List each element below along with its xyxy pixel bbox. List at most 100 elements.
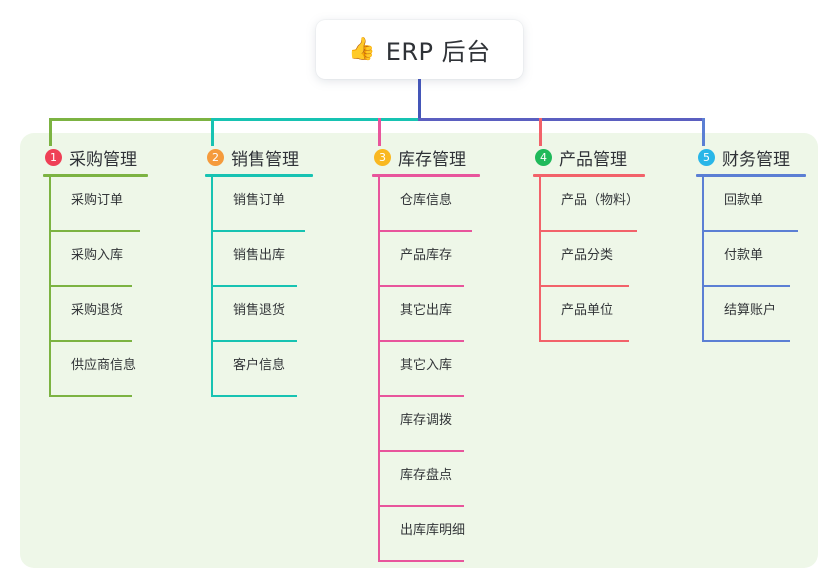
branch-index-badge: 3 [374, 148, 391, 166]
branch-item-label: 库存调拨 [400, 413, 453, 428]
branch-item[interactable]: 库存调拨 [372, 397, 480, 452]
branch-item-rule [378, 230, 472, 232]
branch-item-label: 采购订单 [71, 193, 124, 208]
bus-bar-left [49, 118, 214, 121]
branch-background-panel [20, 133, 818, 568]
branch-item-label: 销售退货 [233, 303, 286, 318]
branch-column-2: 2 销售管理销售订单销售出库销售退货客户信息 [205, 146, 313, 397]
branch-item-label: 采购退货 [71, 303, 124, 318]
branch-item[interactable]: 付款单 [696, 232, 806, 287]
branch-item-label: 采购入库 [71, 248, 124, 263]
branch-item-rule [539, 285, 629, 287]
branch-item[interactable]: 回款单 [696, 177, 806, 232]
branch-item-rule [539, 340, 629, 342]
branch-item-rule [702, 230, 798, 232]
branch-item-rule [211, 395, 297, 397]
branch-item-label: 产品单位 [561, 303, 614, 318]
branch-item[interactable]: 采购退货 [43, 287, 148, 342]
branch-item[interactable]: 产品库存 [372, 232, 480, 287]
branch-index-badge: 4 [535, 148, 552, 166]
bus-bar-right [418, 118, 705, 121]
branch-item[interactable]: 销售退货 [205, 287, 313, 342]
branch-spine [539, 177, 541, 342]
branch-item[interactable]: 销售订单 [205, 177, 313, 232]
branch-item-rule [378, 285, 464, 287]
branch-item-label: 销售出库 [233, 248, 286, 263]
branch-title: 销售管理 [231, 149, 299, 170]
branch-item-rule [539, 230, 637, 232]
branch-item-label: 其它出库 [400, 303, 453, 318]
drop-line-1 [49, 118, 52, 146]
branch-item-rule [211, 340, 297, 342]
branch-column-3: 3 库存管理仓库信息产品库存其它出库其它入库库存调拨库存盘点出库库明细 [372, 146, 480, 562]
drop-line-3 [378, 118, 381, 146]
branch-header-rule [533, 174, 645, 177]
branch-item[interactable]: 出库库明细 [372, 507, 480, 562]
thumbs-up-icon: 👍 [348, 36, 376, 62]
branch-spine [702, 177, 704, 342]
branch-title: 库存管理 [398, 149, 466, 170]
branch-items: 采购订单采购入库采购退货供应商信息 [43, 177, 148, 397]
branch-item-rule [378, 560, 464, 562]
branch-item-rule [378, 450, 464, 452]
branch-header-2[interactable]: 2 销售管理 [205, 146, 313, 170]
branch-column-4: 4 产品管理产品（物料） 产品分类产品单位 [533, 146, 645, 342]
branch-item-label: 其它入库 [400, 358, 453, 373]
branch-title: 产品管理 [559, 149, 627, 170]
branch-item[interactable]: 采购入库 [43, 232, 148, 287]
branch-item-label: 销售订单 [233, 193, 286, 208]
branch-header-4[interactable]: 4 产品管理 [533, 146, 645, 170]
branch-items: 产品（物料） 产品分类产品单位 [533, 177, 645, 342]
branch-item-label: 回款单 [724, 193, 764, 208]
branch-item[interactable]: 客户信息 [205, 342, 313, 397]
root-node[interactable]: 👍 ERP 后台 [316, 20, 523, 79]
branch-item[interactable]: 其它入库 [372, 342, 480, 397]
branch-item-rule [211, 285, 297, 287]
drop-line-4 [539, 118, 542, 146]
branch-item[interactable]: 销售出库 [205, 232, 313, 287]
branch-item-label: 产品（物料） [561, 193, 640, 208]
bus-bar-mid [211, 118, 418, 121]
branch-item[interactable]: 供应商信息 [43, 342, 148, 397]
branch-item[interactable]: 产品单位 [533, 287, 645, 342]
branch-item-rule [702, 340, 790, 342]
branch-item-label: 供应商信息 [71, 358, 137, 373]
branch-item[interactable]: 采购订单 [43, 177, 148, 232]
branch-item-rule [49, 395, 132, 397]
branch-spine [211, 177, 213, 397]
branch-item-rule [378, 505, 464, 507]
branch-item-rule [49, 230, 140, 232]
branch-header-rule [205, 174, 313, 177]
branch-item-rule [378, 395, 464, 397]
branch-item-label: 付款单 [724, 248, 764, 263]
branch-header-3[interactable]: 3 库存管理 [372, 146, 480, 170]
branch-item-label: 库存盘点 [400, 468, 453, 483]
branch-item-label: 出库库明细 [400, 523, 466, 538]
branch-item[interactable]: 仓库信息 [372, 177, 480, 232]
branch-index-badge: 5 [698, 148, 715, 166]
branch-items: 回款单付款单结算账户 [696, 177, 806, 342]
branch-spine [378, 177, 380, 562]
root-node-title: ERP 后台 [385, 38, 491, 66]
branch-item-rule [702, 285, 790, 287]
drop-line-2 [211, 118, 214, 146]
branch-item-label: 仓库信息 [400, 193, 453, 208]
branch-index-badge: 2 [207, 148, 224, 166]
root-trunk-line [418, 79, 421, 121]
branch-item-rule [378, 340, 464, 342]
branch-item[interactable]: 其它出库 [372, 287, 480, 342]
branch-item-rule [211, 230, 305, 232]
branch-item[interactable]: 结算账户 [696, 287, 806, 342]
branch-item[interactable]: 产品（物料） [533, 177, 645, 232]
branch-item-label: 客户信息 [233, 358, 286, 373]
branch-header-rule [372, 174, 480, 177]
branch-item-label: 产品分类 [561, 248, 614, 263]
branch-item-rule [49, 285, 132, 287]
branch-title: 采购管理 [69, 149, 137, 170]
branch-item[interactable]: 产品分类 [533, 232, 645, 287]
branch-item[interactable]: 库存盘点 [372, 452, 480, 507]
